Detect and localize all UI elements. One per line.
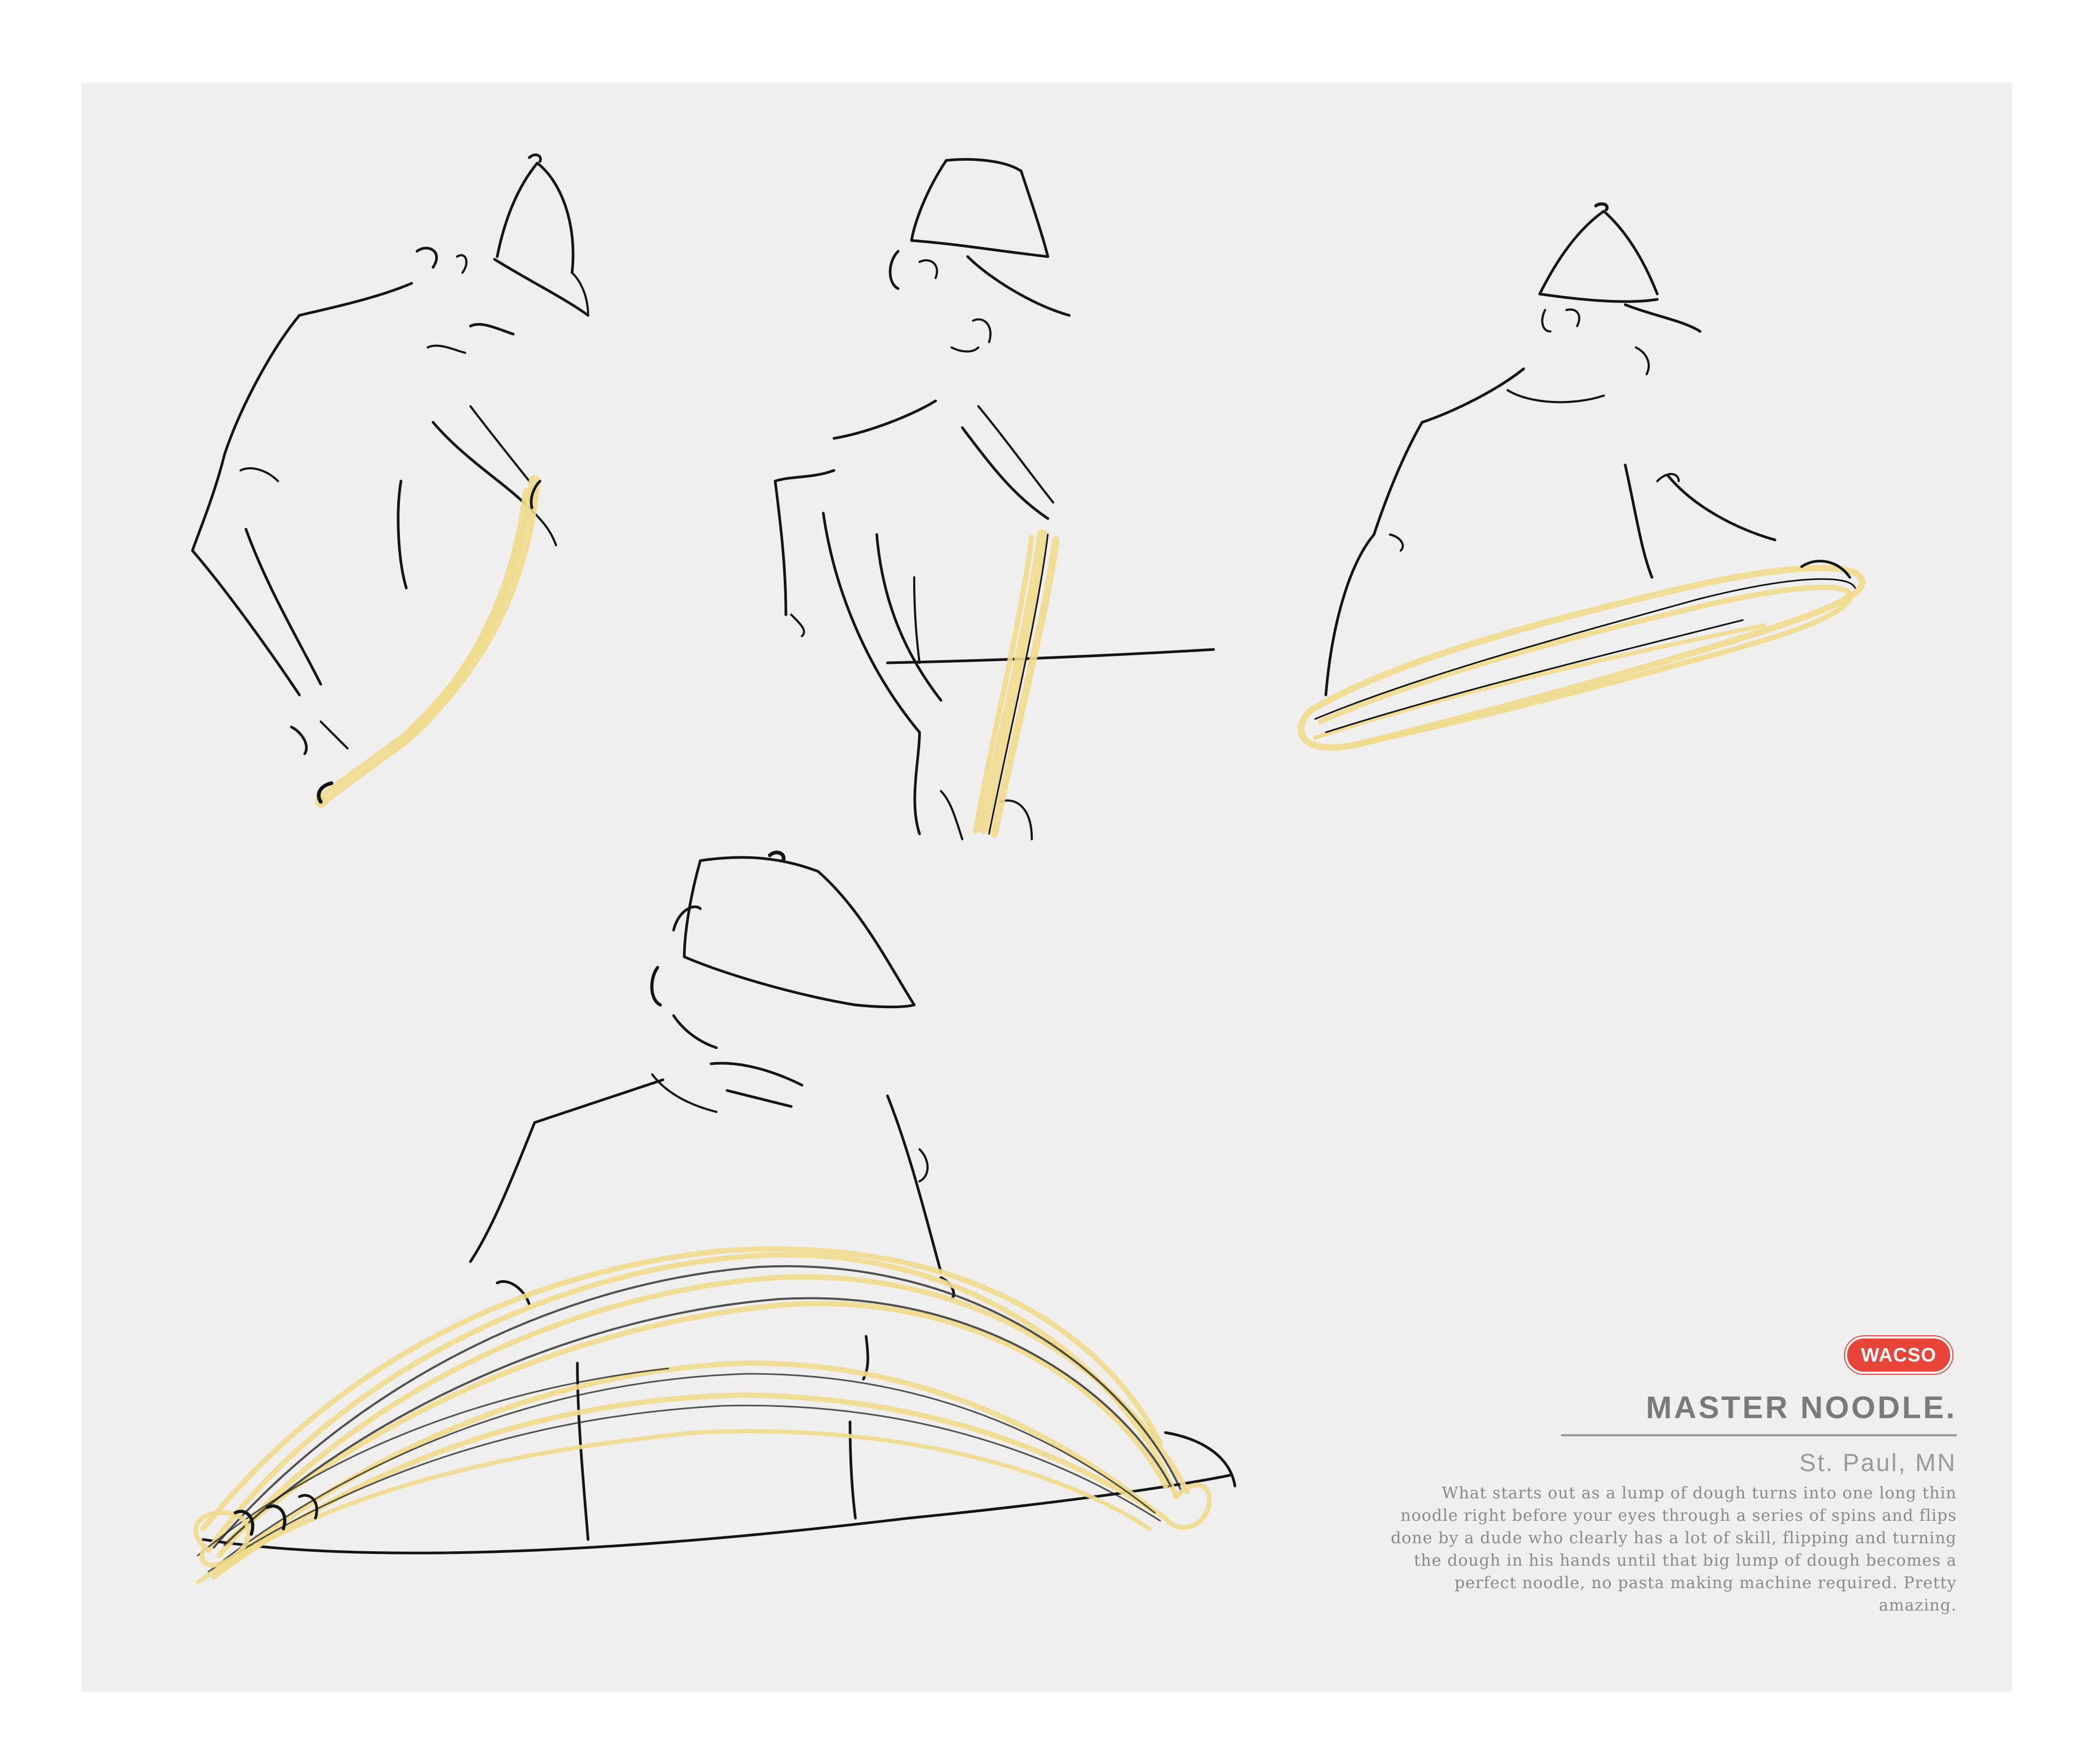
artwork-location: St. Paul, MN [1799,1449,1957,1476]
noodle-maker-sketch-1 [191,153,590,808]
artwork-card [81,83,2012,1692]
noodle-maker-sketch-4 [193,850,1237,1584]
noodle-maker-sketch-2 [774,158,1215,840]
noodle-maker-sketch-3 [1298,202,1865,751]
caption-block: WACSO MASTER NOODLE. St. Paul, MN What s… [1369,1336,1957,1617]
artwork-description: What starts out as a lump of dough turns… [1391,1484,1957,1615]
brand-badge: WACSO [1844,1336,1952,1374]
artwork-title: MASTER NOODLE. [1561,1390,1957,1436]
